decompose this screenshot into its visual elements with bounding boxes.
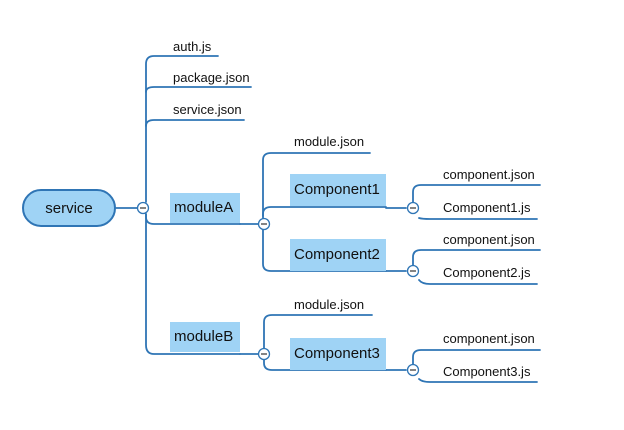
link-component1 bbox=[262, 206, 387, 217]
link-service-json bbox=[145, 119, 245, 127]
collapse-toggle-component3[interactable] bbox=[406, 363, 420, 377]
node-moduleB[interactable]: moduleB bbox=[170, 322, 240, 352]
leaf-component1-json[interactable]: component.json bbox=[443, 167, 535, 182]
leaf-moduleA-module-json[interactable]: module.json bbox=[294, 134, 365, 149]
node-component3[interactable]: Component3 bbox=[290, 338, 386, 370]
leaf-package-json[interactable]: package.json bbox=[173, 70, 250, 85]
node-component1[interactable]: Component1 bbox=[290, 174, 386, 206]
node-moduleA[interactable]: moduleA bbox=[170, 193, 240, 223]
link-moduleB bbox=[145, 213, 241, 355]
link-moduleA-module-json bbox=[262, 152, 371, 219]
link-component1-json bbox=[412, 184, 541, 203]
link-component2-js bbox=[418, 279, 538, 285]
leaf-component1-js[interactable]: Component1.js bbox=[443, 200, 531, 215]
leaf-auth-js[interactable]: auth.js bbox=[173, 39, 212, 54]
node-component2[interactable]: Component2 bbox=[290, 239, 386, 271]
link-component3-json bbox=[412, 349, 541, 365]
link-component3-js bbox=[418, 378, 538, 383]
leaf-component3-js[interactable]: Component3.js bbox=[443, 364, 531, 379]
collapse-toggle-service[interactable] bbox=[136, 201, 150, 215]
link-component2-json bbox=[412, 249, 541, 266]
leaf-service-json[interactable]: service.json bbox=[173, 102, 242, 117]
collapse-toggle-component2[interactable] bbox=[406, 264, 420, 278]
collapse-toggle-moduleA[interactable] bbox=[257, 217, 271, 231]
leaf-moduleB-module-json[interactable]: module.json bbox=[294, 297, 365, 312]
leaf-component3-json[interactable]: component.json bbox=[443, 331, 535, 346]
link-package bbox=[145, 86, 252, 93]
root-node-service[interactable]: service bbox=[22, 189, 116, 227]
link-component3 bbox=[263, 359, 387, 371]
leaf-component2-js[interactable]: Component2.js bbox=[443, 265, 531, 280]
link-auth bbox=[145, 55, 219, 203]
link-component1-js bbox=[418, 217, 538, 220]
collapse-toggle-moduleB[interactable] bbox=[257, 347, 271, 361]
collapse-toggle-component1[interactable] bbox=[406, 201, 420, 215]
link-component2 bbox=[262, 229, 387, 272]
link-moduleB-module-json bbox=[263, 314, 373, 349]
leaf-component2-json[interactable]: component.json bbox=[443, 232, 535, 247]
